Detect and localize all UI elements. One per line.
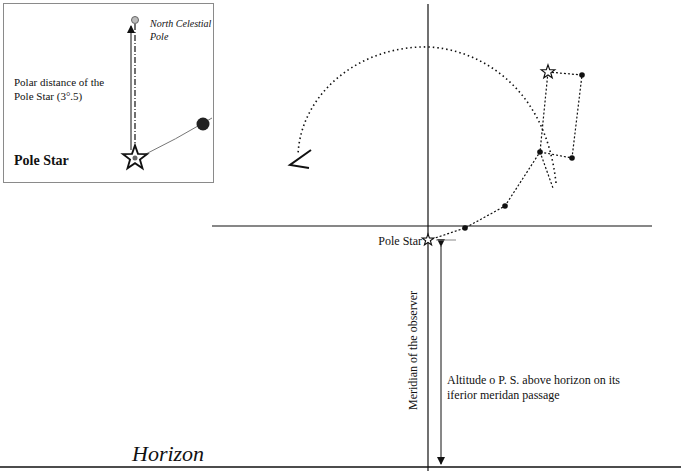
horizontal-line — [212, 225, 652, 226]
inset-label: Polar distance of the Pole Star (3°.5) — [14, 76, 122, 104]
altitude-arrow — [441, 246, 442, 464]
altitude-tick — [436, 240, 456, 241]
little-dipper-line — [140, 118, 212, 157]
star-dot — [197, 118, 210, 131]
inset-label: North Celestial Pole — [150, 18, 212, 43]
inset-box: North Celestial PolePolar distance of th… — [3, 3, 214, 183]
polar-distance-arrow — [131, 26, 132, 150]
constellation-line — [432, 152, 540, 239]
arc-arrowhead — [290, 150, 311, 168]
pole-star-label: Pole Star — [350, 234, 422, 249]
horizon-line — [0, 466, 681, 468]
pole-star-symbol — [123, 145, 147, 168]
meridian-label: Meridian of the observer — [406, 265, 421, 435]
inset-label: Pole Star — [14, 152, 114, 170]
pole-line — [134, 24, 135, 148]
pointer-line — [540, 152, 553, 188]
star-symbol — [541, 65, 555, 78]
pole-star-center — [133, 156, 138, 161]
altitude-note: Altitude o P. S. above horizon on its if… — [447, 373, 625, 403]
pole-star-symbol — [422, 234, 434, 245]
rotation-arc — [298, 47, 556, 183]
celestial-pole-dot — [132, 17, 139, 24]
dipper-bowl — [540, 72, 582, 158]
horizon-label: Horizon — [132, 440, 252, 468]
